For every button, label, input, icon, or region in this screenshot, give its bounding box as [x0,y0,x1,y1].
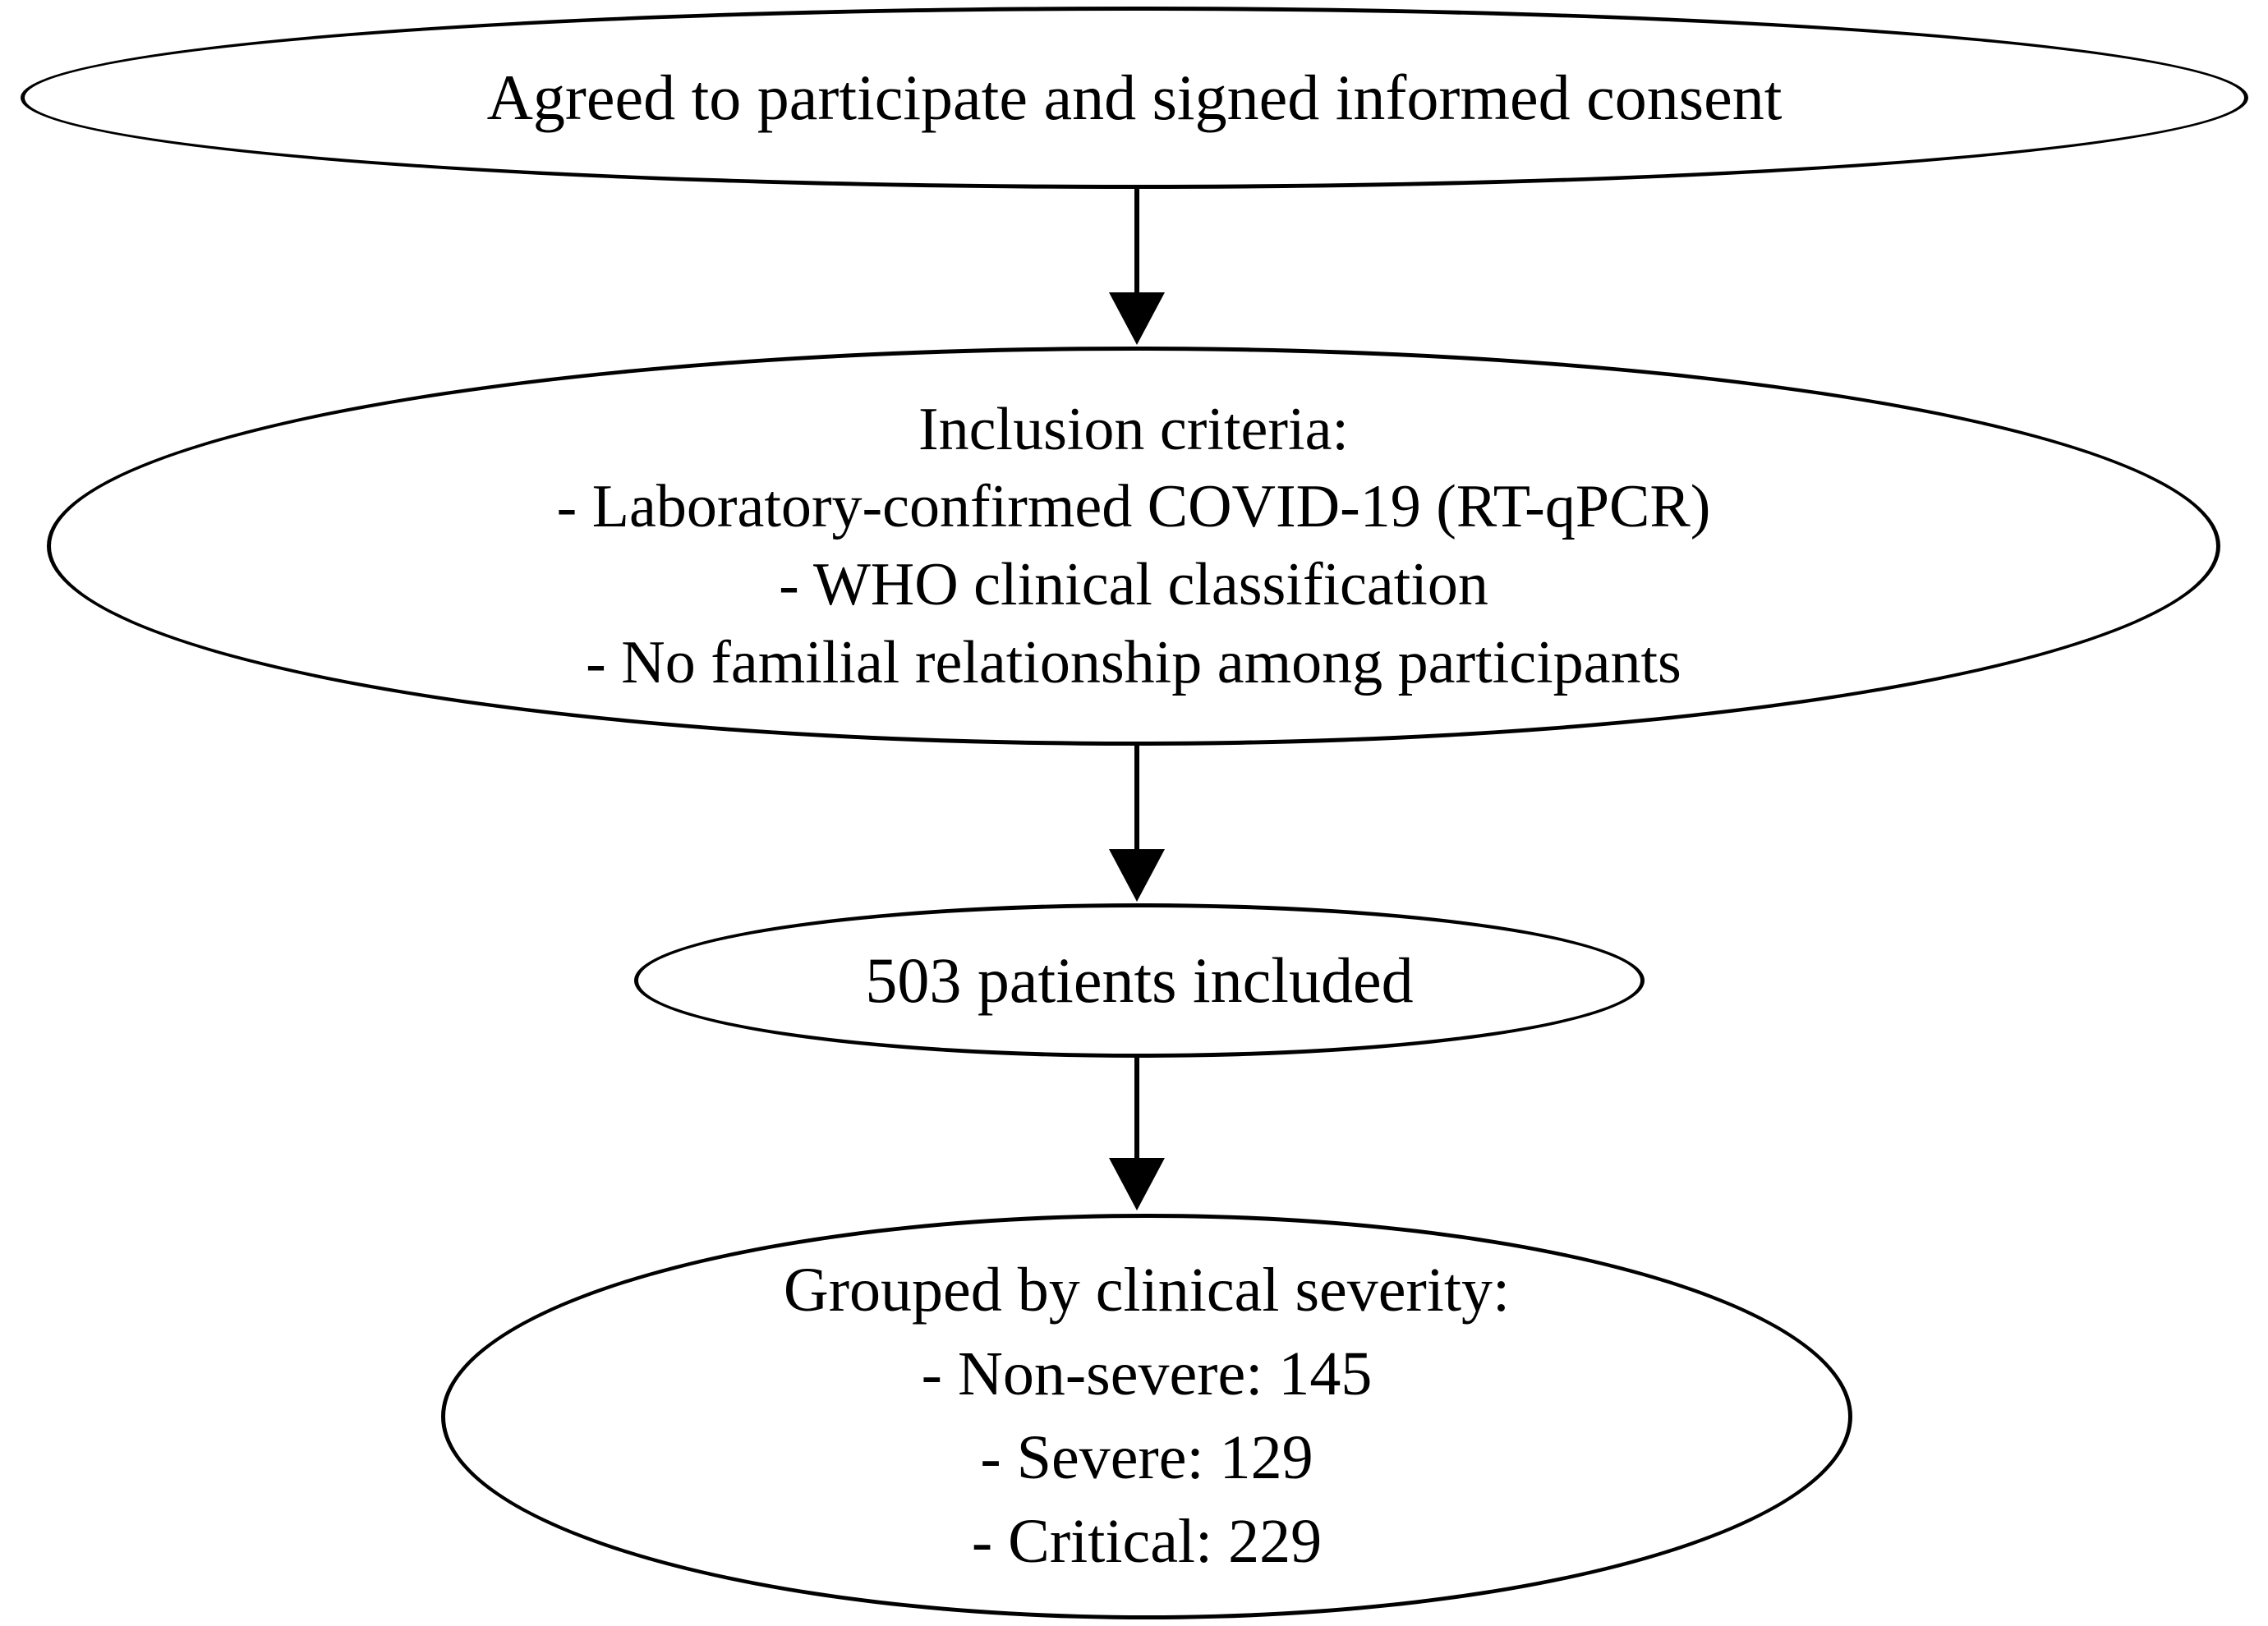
edge-consent-to-criteria [1109,189,1165,345]
node-inclusion-criteria-item-no-familial: - No familial relationship among partici… [586,628,1681,696]
node-inclusion-criteria-item-lab-confirmed: - Laboratory-confirmed COVID-19 (RT-qPCR… [556,473,1711,541]
node-inclusion-criteria-ellipse: Inclusion criteria: - Laboratory-confirm… [47,347,2220,746]
node-severity-groups-heading: Grouped by clinical severity: [783,1256,1511,1325]
node-severity-groups-ellipse: Grouped by clinical severity: - Non-seve… [441,1214,1852,1619]
node-patients-included-text: 503 patients included [865,944,1414,1017]
node-severity-groups-item-non-severe: - Non-severe: 145 [921,1339,1373,1409]
node-inclusion-criteria-item-who-classification: - WHO clinical classification [779,551,1488,618]
node-severity-groups-item-critical: - Critical: 229 [971,1506,1323,1576]
node-consent-ellipse: Agreed to participate and signed informe… [21,7,2248,189]
node-patients-included-ellipse: 503 patients included [634,903,1645,1058]
node-inclusion-criteria-heading: Inclusion criteria: [918,395,1349,463]
edge-included-to-severity [1109,1058,1165,1210]
edge-criteria-to-included [1109,746,1165,902]
node-consent-text: Agreed to participate and signed informe… [486,62,1783,134]
node-severity-groups-item-severe: - Severe: 129 [980,1423,1313,1492]
